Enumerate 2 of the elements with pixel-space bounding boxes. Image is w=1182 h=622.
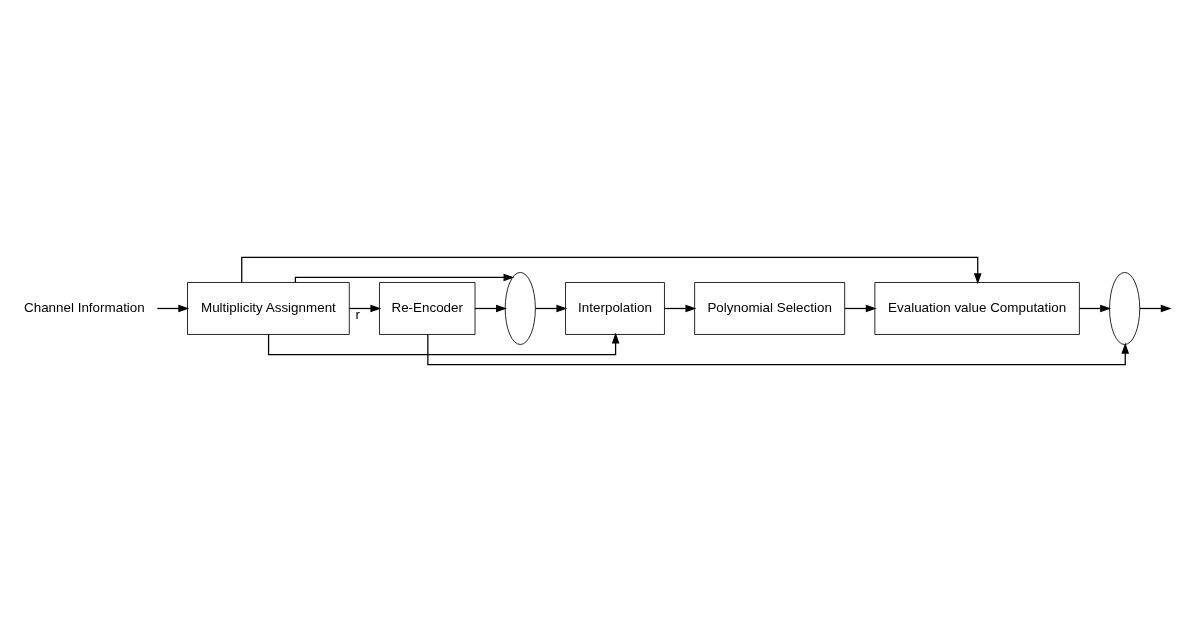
edge-label: r <box>355 307 360 323</box>
node-text: Channel Information <box>24 299 145 315</box>
